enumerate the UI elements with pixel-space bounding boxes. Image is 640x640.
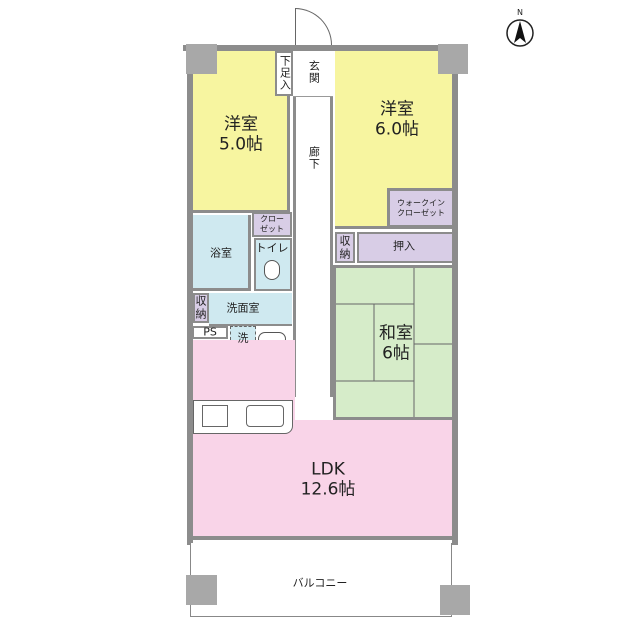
washroom-label: 洗面室 (226, 301, 260, 315)
stove-icon (202, 405, 228, 427)
getabako (275, 51, 293, 96)
walkin-closet (387, 188, 452, 228)
storage-left-label: 収 納 (195, 294, 207, 320)
entrance (293, 51, 333, 97)
balcony (190, 543, 452, 617)
bathroom-label: 浴室 (210, 246, 232, 260)
balcony-label: バルコニー (292, 576, 348, 590)
room-size: 5.0帖 (218, 134, 264, 154)
compass-label: N (517, 8, 523, 17)
outer-wall-left (187, 45, 193, 545)
getabako-label: 下足入 (278, 55, 292, 91)
outer-wall-right (452, 45, 458, 545)
oshiire (357, 232, 452, 263)
room-name: 洋室 (379, 99, 414, 120)
toilet-label: トイレ (255, 241, 289, 255)
pillar (438, 44, 468, 74)
ps-label: PS (203, 325, 217, 339)
closet-label: クロー ゼット (260, 214, 284, 233)
room-name: 洋室 (223, 114, 258, 135)
storage-right-label: 収 納 (339, 234, 351, 260)
pillar (440, 585, 470, 615)
oshiire-label: 押入 (393, 239, 415, 253)
washitsu (333, 265, 452, 420)
room-size: 6.0帖 (374, 119, 420, 139)
tatami-lines (336, 268, 452, 417)
ldk (193, 420, 452, 540)
washer-label: 洗 (237, 331, 249, 345)
room-size: 12.6帖 (300, 479, 356, 499)
walkin-closet-label: ウォークイン クローゼット (397, 198, 445, 217)
entrance-label: 玄関 (307, 60, 321, 84)
washroom (209, 293, 292, 326)
room-name: LDK (311, 459, 345, 480)
room-name: 和室 (379, 323, 413, 344)
hallway (293, 97, 333, 397)
north-compass-icon: N (505, 8, 535, 48)
entrance-door (295, 8, 332, 45)
closet (252, 212, 292, 237)
kitchen-sink-icon (246, 405, 284, 427)
pillar (186, 575, 217, 605)
toilet-bowl-icon (264, 260, 280, 280)
storage-left (193, 293, 209, 323)
room-size: 6帖 (382, 343, 410, 363)
ps (192, 326, 228, 339)
bathroom (193, 215, 251, 291)
pillar (186, 44, 217, 74)
storage-right (335, 232, 355, 263)
hallway-label: 廊下 (307, 146, 321, 170)
outer-wall-top (183, 45, 463, 51)
western-room-1 (193, 51, 290, 213)
